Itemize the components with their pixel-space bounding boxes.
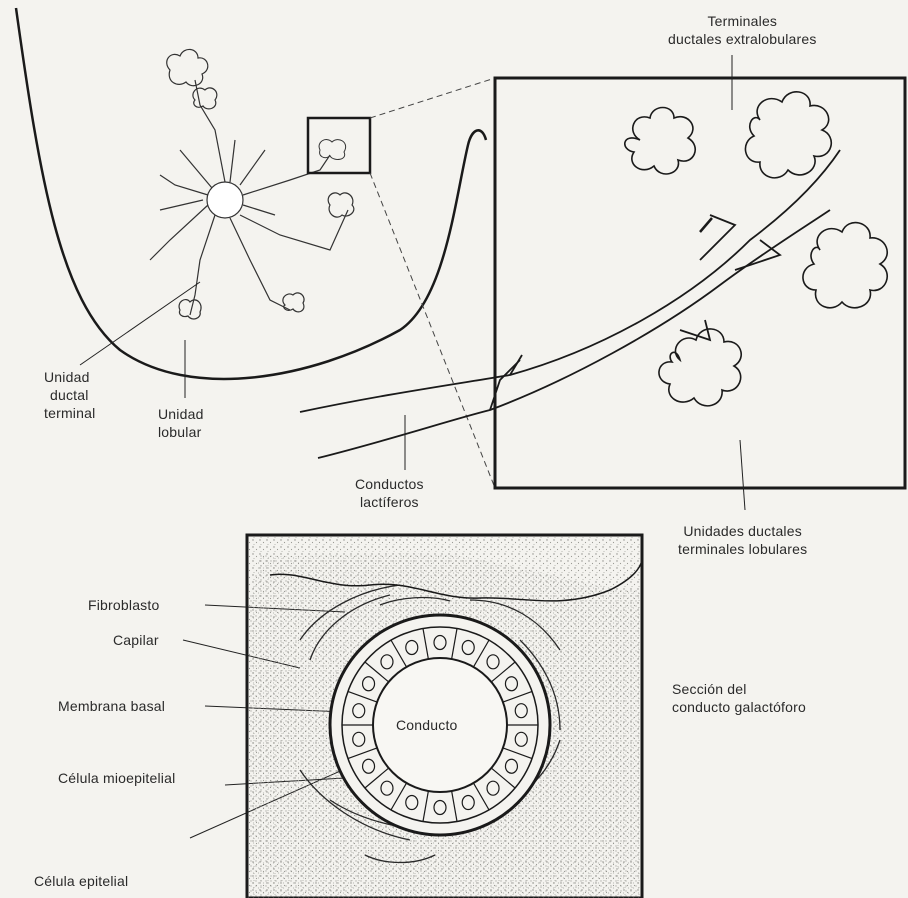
inset-marker-box (308, 118, 370, 173)
lactiferous-duct (300, 150, 840, 458)
breast-duct-tree (150, 49, 354, 319)
label-unidad-lobular: Unidad lobular (158, 405, 204, 441)
label-celula-epitelial: Célula epitelial (34, 872, 128, 890)
label-celula-mioepitelial: Célula mioepitelial (58, 769, 175, 787)
label-membrana-basal: Membrana basal (58, 697, 165, 715)
label-seccion-conducto: Sección del conducto galactóforo (672, 680, 806, 716)
label-capilar: Capilar (113, 631, 159, 649)
label-unidades-ductales-lobulares: Unidades ductales terminales lobulares (678, 522, 807, 558)
zoom-line-bottom (370, 173, 495, 488)
inset-lobules (625, 92, 887, 406)
label-conducto: Conducto (396, 716, 458, 734)
label-conductos-lactiferos: Conductos lactíferos (355, 475, 424, 511)
zoom-line-top (370, 78, 495, 118)
label-unidad-ductal-terminal: Unidad ductal terminal (44, 368, 95, 422)
breast-outline (16, 8, 486, 379)
label-terminales-extralobulares: Terminales ductales extralobulares (668, 12, 817, 48)
label-fibroblasto: Fibroblasto (88, 596, 159, 614)
